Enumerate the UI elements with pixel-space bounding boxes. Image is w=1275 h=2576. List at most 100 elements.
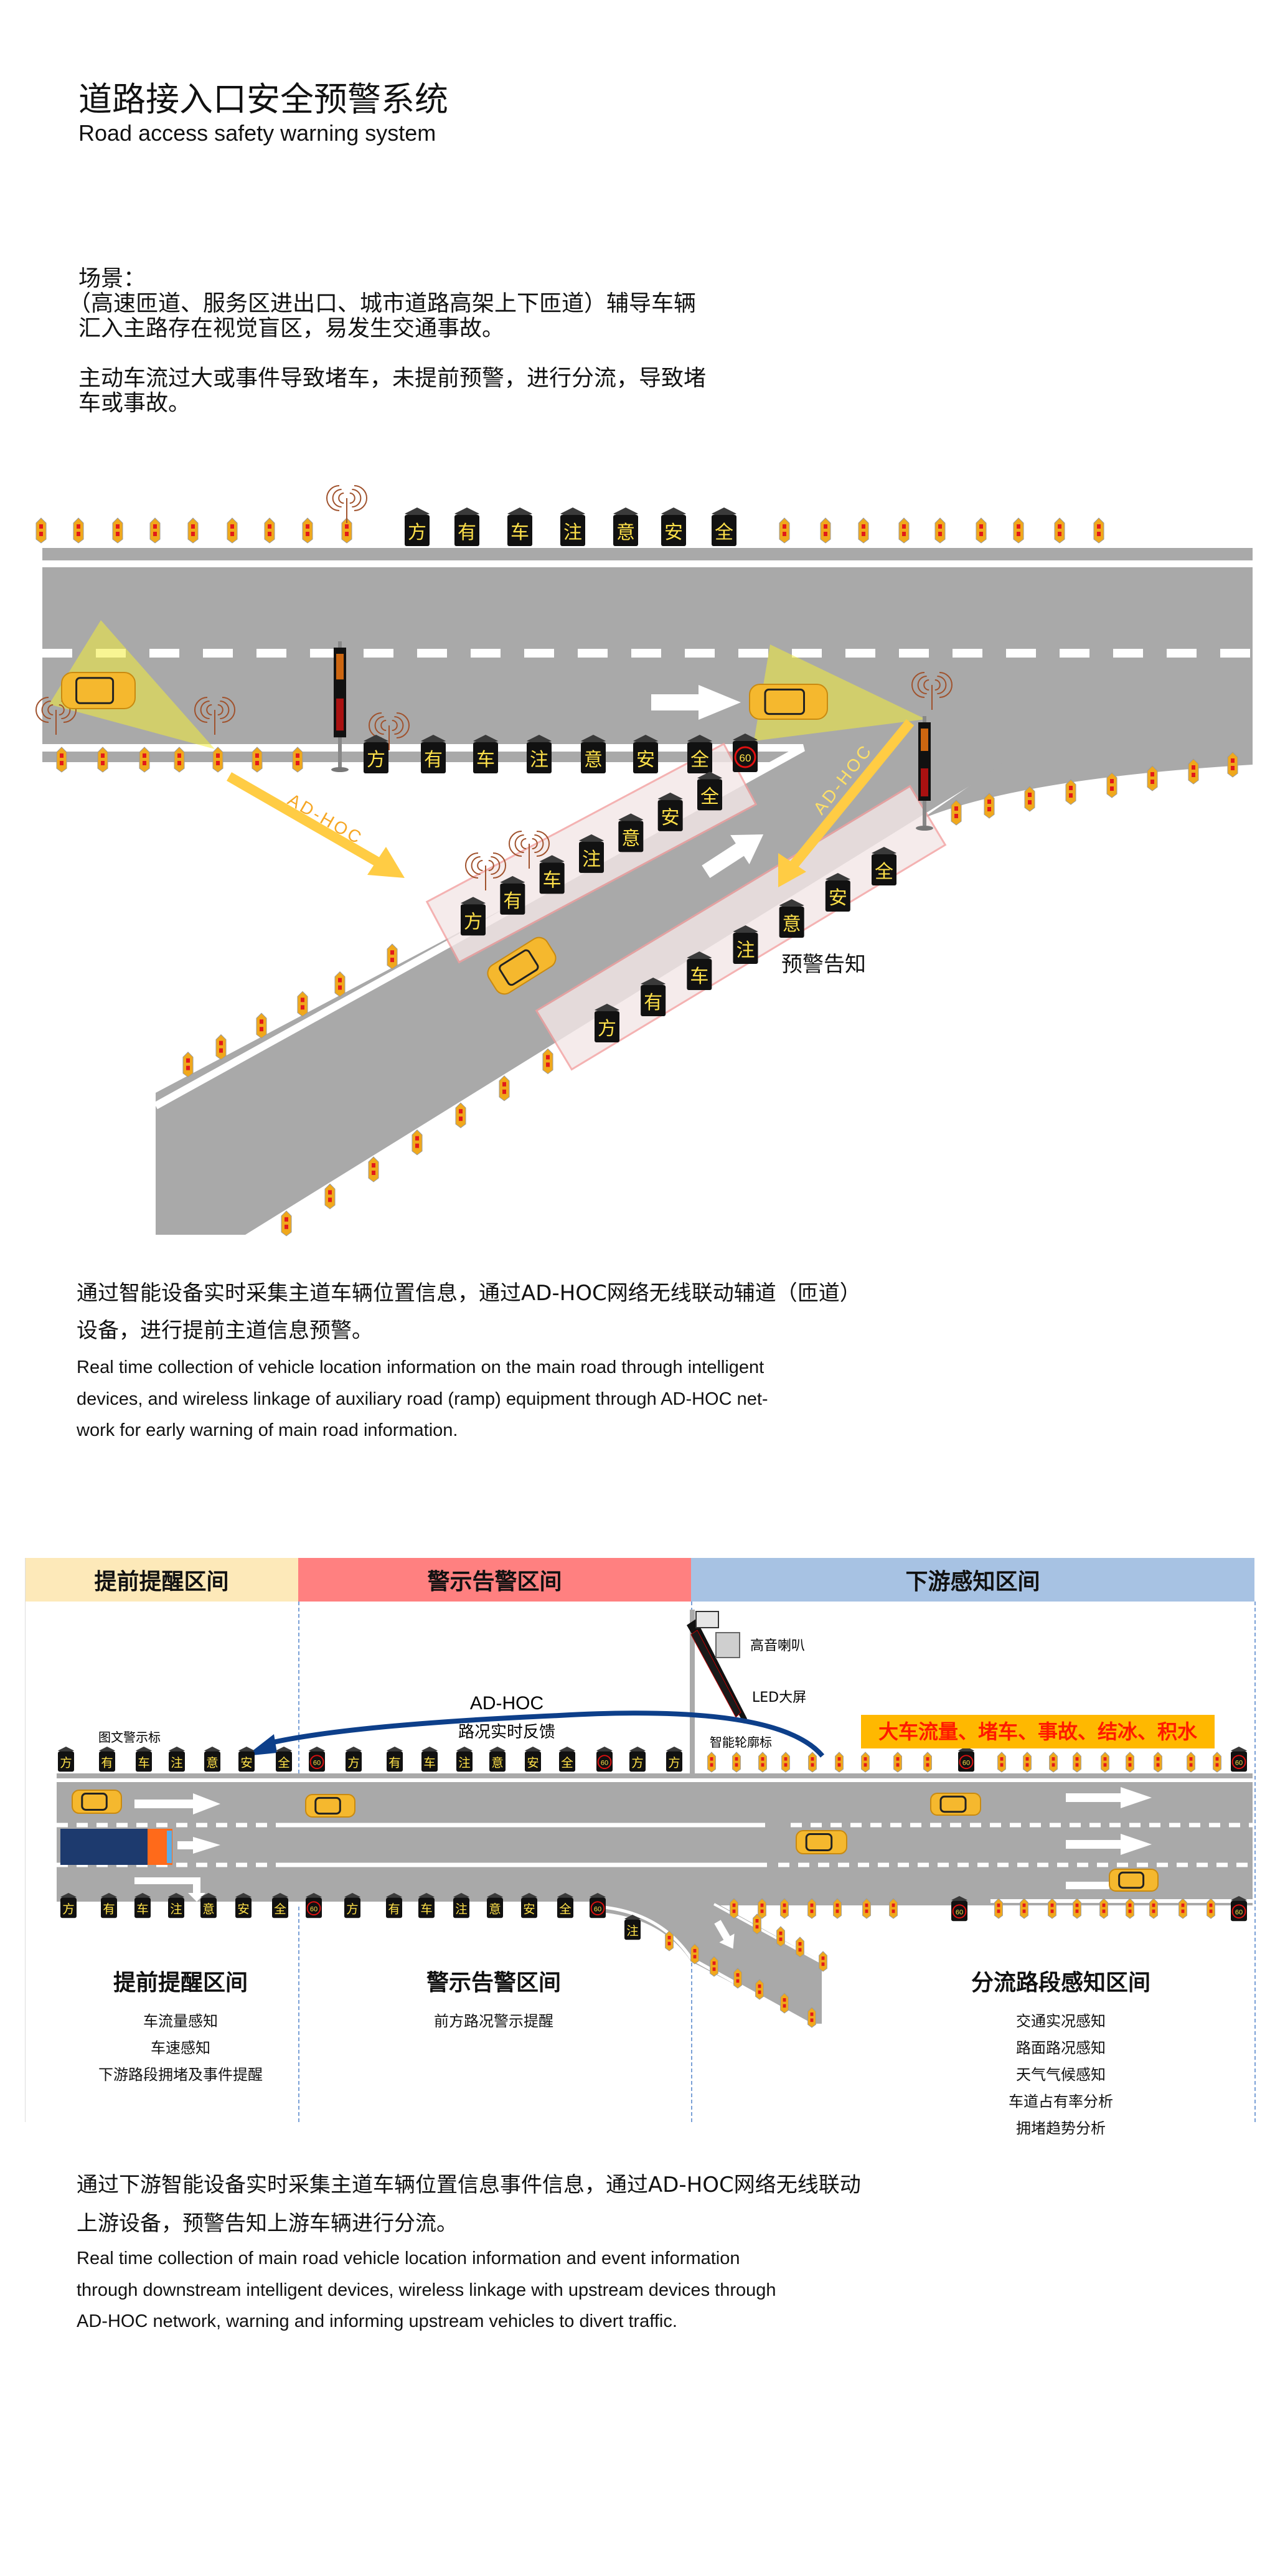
warning-sign: 方	[595, 1004, 619, 1042]
car	[796, 1830, 847, 1854]
contour-marker	[976, 517, 987, 544]
contour-marker	[1049, 1752, 1058, 1773]
warning-sign: 方	[666, 1747, 682, 1772]
sign-body	[169, 1751, 185, 1772]
sign-body	[489, 1751, 506, 1772]
contour-marker	[819, 1951, 827, 1972]
sign-char: 全	[278, 1756, 290, 1770]
speed-value: 60	[1235, 1759, 1243, 1767]
sign-body	[454, 515, 479, 546]
sign-body	[364, 742, 388, 773]
section-item: 车道占有率分析	[1009, 2093, 1113, 2110]
sign-body	[473, 742, 498, 773]
contour-marker	[35, 517, 47, 544]
sign-body	[346, 1751, 362, 1772]
sign-char: 有	[503, 890, 522, 912]
traffic-direction-arrow	[1066, 1882, 1109, 1889]
contour-marker	[1106, 772, 1117, 798]
warning-sign: 车	[421, 1747, 438, 1772]
desc-cn-line: 通过下游智能设备实时采集主道车辆位置信息事件信息，通过AD-HOC网络无线联动	[77, 2173, 861, 2197]
warning-sign: 意	[613, 507, 638, 546]
sign-char: 全	[875, 861, 893, 883]
contour-marker	[455, 1102, 466, 1128]
contour-marker	[56, 747, 67, 773]
sign-char: 注	[582, 849, 601, 870]
sign-char: 有	[388, 1902, 400, 1917]
contour-marker	[324, 1183, 336, 1210]
car	[930, 1793, 981, 1816]
sign-body	[641, 985, 666, 1016]
warning-sign: 注	[579, 834, 604, 873]
sign-char: 方	[408, 522, 426, 544]
contour-marker	[97, 747, 108, 773]
sign-char: 全	[715, 522, 733, 544]
sign-body	[418, 1897, 435, 1918]
warning-sign: 意	[581, 735, 606, 773]
sign-char: 全	[274, 1902, 286, 1917]
car	[61, 672, 136, 709]
ramp-merge-curve	[922, 750, 1253, 819]
sign-char: 车	[510, 522, 529, 544]
speed-value: 60	[594, 1905, 601, 1913]
section-title: 提前提醒区间	[113, 1970, 248, 1996]
sign-body	[134, 1897, 151, 1918]
sign-char: 方	[60, 1756, 72, 1770]
zone-header-warning: 警示告警区间	[298, 1558, 691, 1602]
contour-marker	[997, 1752, 1006, 1773]
zone-header-downstream: 下游感知区间	[691, 1558, 1254, 1602]
speed-limit-sign: 60	[958, 1747, 974, 1772]
warning-sign: 全	[276, 1747, 292, 1772]
contour-marker	[807, 2007, 816, 2028]
contour-marker	[1048, 1898, 1056, 1919]
sign-body	[629, 1751, 646, 1772]
sign-body	[527, 742, 552, 773]
warning-sign: 注	[624, 1915, 641, 1940]
sign-body	[235, 1897, 252, 1918]
sign-char: 全	[559, 1902, 572, 1917]
contour-marker	[174, 747, 185, 773]
speed-value: 60	[962, 1759, 970, 1767]
road-surface	[42, 548, 1253, 1243]
main-road-top-shoulder	[42, 548, 1253, 560]
antenna-icon	[326, 485, 367, 523]
contour-marker	[1101, 1752, 1109, 1773]
speed-value: 60	[601, 1759, 608, 1767]
contour-marker	[341, 517, 352, 544]
warning-sign: 注	[456, 1747, 473, 1772]
section-warning: 警示告警区间 前方路况警示提醒	[369, 1965, 618, 2035]
sign-char: 安	[527, 1756, 539, 1770]
sign-body	[386, 1897, 402, 1918]
sign-char: 注	[455, 1902, 468, 1917]
contour-marker	[297, 991, 308, 1017]
desc-cn-line: 通过智能设备实时采集主道车辆位置信息，通过AD-HOC网络无线联动辅道（匝道）	[77, 1281, 861, 1306]
warning-sign: 全	[559, 1747, 575, 1772]
sign-char: 车	[138, 1756, 150, 1770]
contour-marker	[182, 1051, 194, 1078]
speed-limit-sign: 60	[1231, 1896, 1247, 1922]
sign-char: 有	[103, 1902, 115, 1917]
contour-marker	[187, 517, 199, 544]
contour-marker	[758, 1898, 766, 1919]
contour-marker	[984, 793, 995, 819]
sign-body	[779, 907, 804, 938]
warning-sign: 方	[344, 1893, 360, 1918]
sign-body	[666, 1751, 682, 1772]
contour-marker	[732, 1752, 741, 1773]
zone-title: 警示告警区间	[427, 1569, 562, 1595]
sign-char: 车	[423, 1756, 436, 1770]
sign-body	[559, 1751, 575, 1772]
warning-sign: 车	[473, 735, 498, 773]
warning-sign: 车	[539, 855, 565, 894]
desc-cn-line: 上游设备，预警告知上游车辆进行分流。	[77, 2211, 458, 2236]
sign-char: 有	[388, 1756, 401, 1770]
speaker-label: 高音喇叭	[750, 1638, 805, 1654]
feedback-label: 路况实时反馈	[458, 1723, 555, 1742]
pole	[690, 1610, 695, 1775]
warning-sign: 有	[500, 875, 525, 915]
warning-sign: 意	[779, 899, 804, 938]
contour-marker	[779, 517, 790, 544]
sign-body	[733, 933, 758, 964]
warning-sign: 全	[872, 847, 896, 885]
traffic-direction-arrow	[1066, 1834, 1152, 1855]
contour-marker	[758, 1752, 767, 1773]
